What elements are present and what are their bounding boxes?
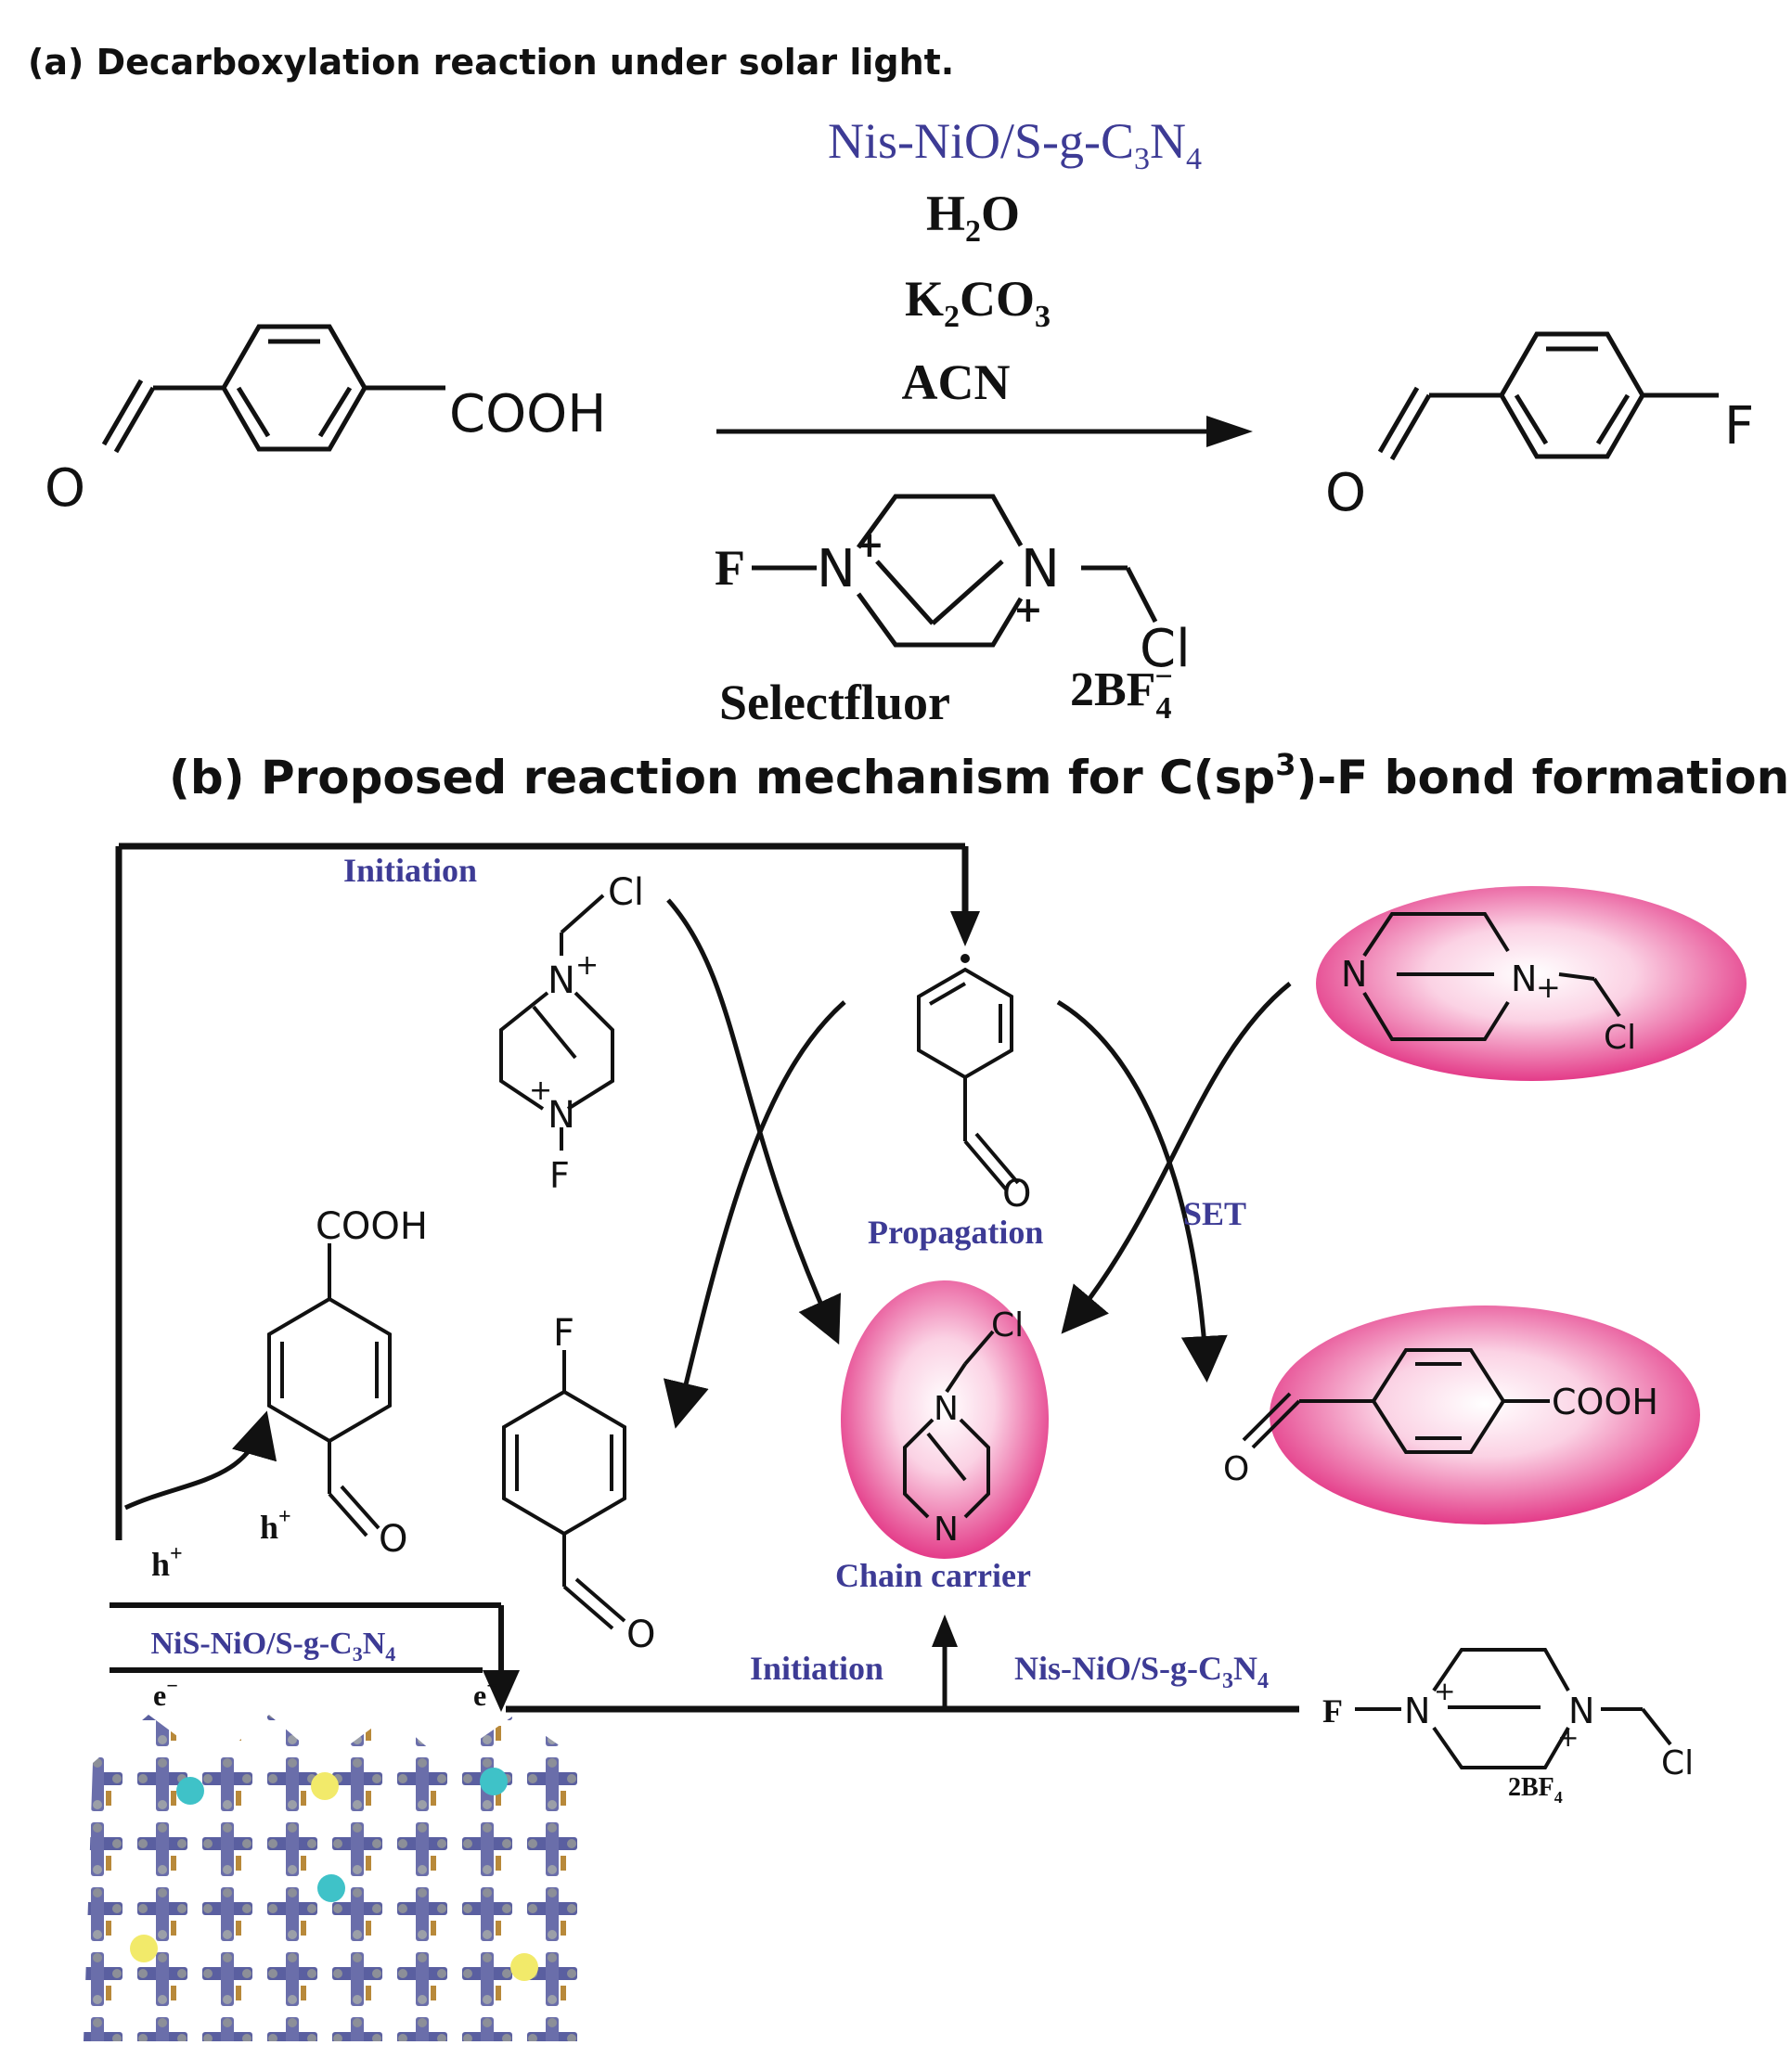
- catalyst-right-label: Nis-NiO/S-g-C3N4: [973, 1650, 1294, 1695]
- reaction-arrow: [716, 416, 1253, 447]
- fluorobenzaldehyde-structure: [502, 1350, 626, 1630]
- propagation-label: Propagation: [868, 1214, 1043, 1251]
- electron-label-2: e−: [436, 1666, 521, 1712]
- product-structure: [1377, 331, 1719, 461]
- selectfluor-c-plus1: +: [1434, 1676, 1455, 1706]
- reactant-cooh: COOH: [449, 384, 606, 444]
- product-fluorine: F: [1724, 396, 1754, 457]
- propagation-arrows: [663, 898, 1292, 1429]
- selectfluor-c-bf4: 2BF4: [1476, 1773, 1582, 1809]
- solvent-label: ACN: [902, 354, 1011, 410]
- selectfluor-cl: Cl: [1140, 619, 1191, 679]
- radical-cation-n1: N: [1341, 954, 1367, 995]
- selectfluor-b-plus2: +: [529, 1074, 552, 1107]
- acid-ellipse: COOH O: [1223, 1306, 1700, 1524]
- selectfluor-c-n2: N: [1568, 1691, 1594, 1731]
- selectfluor-c-structure: [1355, 1648, 1672, 1769]
- fluorobenzaldehyde-f: F: [553, 1312, 574, 1355]
- chain-carrier-ellipse: Cl N N: [841, 1280, 1049, 1559]
- radical-cation-cl: Cl: [1604, 1019, 1636, 1057]
- panel-b-title: (b) Proposed reaction mechanism for C(sp…: [88, 747, 1792, 804]
- chain-carrier-label: Chain carrier: [835, 1557, 1031, 1594]
- selectfluor-counterion: 2BF4−: [1010, 645, 1209, 726]
- selectfluor-plus1: +: [855, 524, 884, 565]
- chain-carrier-n1: N: [934, 1390, 959, 1428]
- chain-carrier-cl: Cl: [991, 1306, 1024, 1344]
- selectfluor-b-n1: N: [548, 959, 575, 1002]
- radical-cation-n2: N: [1511, 958, 1537, 999]
- formylbenzoic-acid-structure: [267, 1243, 392, 1537]
- hole-label-1: h+: [218, 1494, 316, 1546]
- reactant-structure: [101, 324, 445, 454]
- hole-arrow: [123, 1410, 277, 1511]
- set-label: SET: [1183, 1195, 1246, 1232]
- initiation-up-arrow: [932, 1614, 958, 1709]
- catalyst-label: Nis-NiO/S-g-C3N4: [765, 113, 1239, 180]
- initiation-arrowhead: [950, 911, 980, 946]
- selectfluor-c-plus2: +: [1557, 1722, 1579, 1753]
- initiation-bottom-label: Initiation: [750, 1650, 883, 1687]
- catalyst-bars: [110, 1602, 504, 1679]
- base-label: K2CO3: [842, 271, 1088, 338]
- selectfluor-plus2: +: [1013, 589, 1043, 630]
- electron-label-1: e−: [116, 1666, 200, 1712]
- selectfluor-b-n2: N: [548, 1094, 575, 1137]
- selectfluor-b-plus1: +: [575, 949, 599, 982]
- aryl-radical-structure: [917, 954, 1020, 1192]
- selectfluor-b-structure: [499, 894, 614, 1151]
- radical-cation-ellipse: N N + Cl: [1316, 886, 1747, 1081]
- fluorobenzaldehyde-oxygen: O: [626, 1614, 655, 1656]
- product-oxygen: O: [1325, 463, 1366, 523]
- selectfluor-b-cl: Cl: [608, 871, 644, 914]
- selectfluor-c-n1: N: [1404, 1691, 1430, 1731]
- selectfluor-c-cl: Cl: [1661, 1744, 1694, 1782]
- acid-ellipse-oxygen: O: [1223, 1450, 1249, 1488]
- reactant-oxygen: O: [45, 458, 85, 519]
- catalyst-left-label: NiS-NiO/S-g-C3N4: [111, 1627, 419, 1668]
- panel-a-title: (a) Decarboxylation reaction under solar…: [28, 42, 954, 83]
- water-label: H2O: [863, 186, 1057, 249]
- selectfluor-n1: N: [817, 539, 856, 599]
- radical-cation-plus: +: [1536, 970, 1561, 1005]
- initiation-top-label: Initiation: [343, 852, 477, 889]
- aryl-radical-oxygen: O: [1002, 1173, 1031, 1216]
- selectfluor-b-f: F: [549, 1155, 570, 1196]
- selectfluor-f: F: [715, 540, 745, 596]
- formylbenzoic-oxygen: O: [379, 1518, 407, 1561]
- chain-carrier-n2: N: [934, 1511, 959, 1549]
- initiation-path-top: [115, 842, 969, 1540]
- catalyst-lattice-image: [84, 1715, 585, 2041]
- selectfluor-c-f: F: [1322, 1692, 1343, 1730]
- catalyst-arrowhead: [483, 1670, 520, 1712]
- acid-ellipse-cooh: COOH: [1552, 1382, 1658, 1422]
- hole-label-2: h+: [110, 1531, 208, 1583]
- selectfluor-name: Selectfluor: [719, 675, 950, 730]
- formylbenzoic-cooh: COOH: [316, 1205, 428, 1248]
- selectfluor-structure: [752, 494, 1158, 648]
- selectfluor-n2: N: [1021, 539, 1060, 599]
